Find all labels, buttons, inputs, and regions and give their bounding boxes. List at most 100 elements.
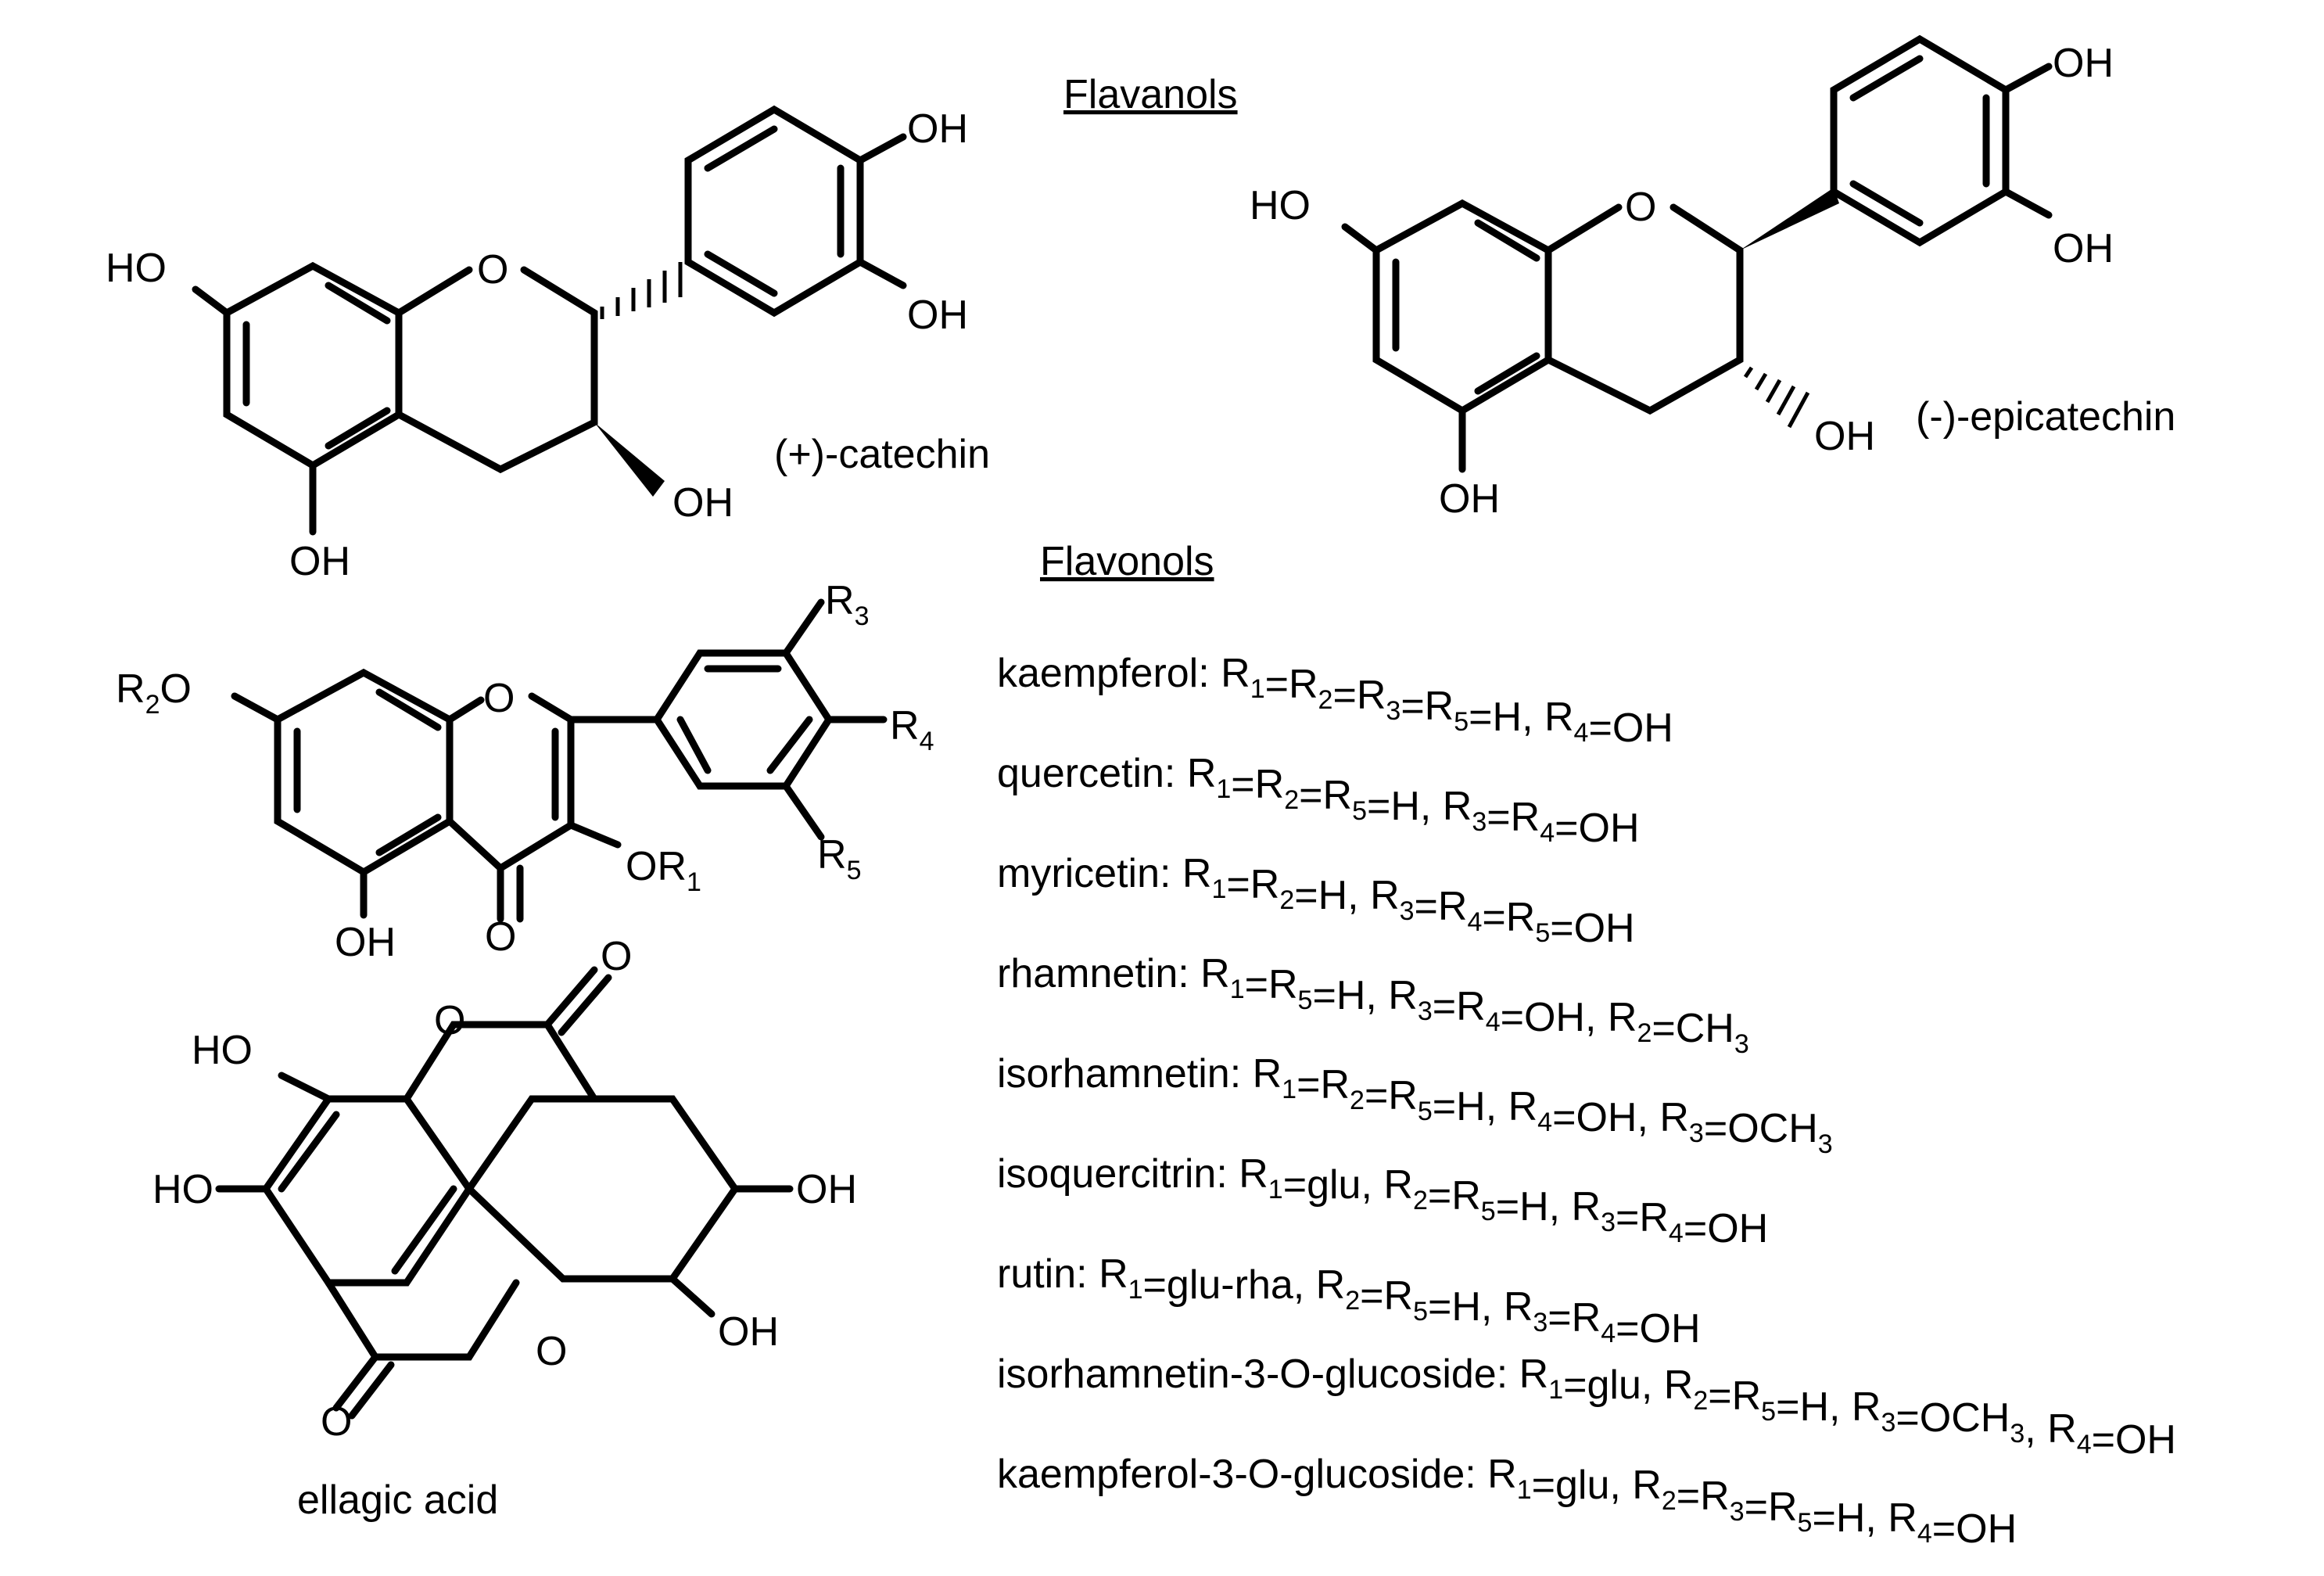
epicatechin-oh-3p: OH — [2053, 226, 2114, 271]
ellagic-carbonyl-o-bottom: O — [321, 1399, 352, 1445]
catechin-ring-o: O — [477, 247, 508, 293]
flavonol-r5: R5 — [817, 832, 861, 885]
flavonol-entry-part: =R — [1226, 862, 1279, 907]
flavonol-entry-part: =H, R — [1496, 1184, 1601, 1230]
flavonol-entry-name: rutin: — [997, 1251, 1099, 1297]
flavonol-entry-subscript: 1 — [1230, 975, 1245, 1004]
flavonol-entry-part: R — [1221, 651, 1250, 696]
flavonol-oh-5: OH — [335, 920, 396, 965]
flavonol-entry-part: R — [1253, 1051, 1282, 1097]
flavonol-entry-subscript: 2 — [1662, 1486, 1677, 1516]
flavonol-entry-part: =OCH — [1704, 1106, 1818, 1151]
flavonol-entry-subscript: 5 — [1481, 1197, 1496, 1226]
flavonol-entry-part: =H, R — [1428, 1284, 1533, 1330]
flavonol-entry-part: =R — [1433, 984, 1486, 1029]
flavonol-entry: rutin: R1=glu-rha, R2=R5=H, R3=R4=OH — [997, 1251, 1701, 1352]
flavonol-entry-part: =OH, R — [1501, 995, 1637, 1040]
flavonol-entry-subscript: 2 — [1284, 785, 1299, 815]
flavonol-entry-part: =CH — [1652, 1006, 1734, 1051]
flavonol-entry-subscript: 2 — [1350, 1086, 1365, 1115]
flavonol-entry-subscript: 1 — [1216, 774, 1231, 804]
epicatechin-ring-o: O — [1625, 185, 1656, 230]
catechin-oh-3p: OH — [907, 293, 968, 338]
flavonol-entry-subscript: 4 — [1574, 718, 1589, 748]
flavonol-entry: isoquercitrin: R1=glu, R2=R5=H, R3=R4=OH — [997, 1151, 1768, 1251]
flavonol-entry-subscript: 2 — [1693, 1386, 1708, 1416]
flavonol-entry-part: =R — [1487, 795, 1540, 840]
flavonol-entry-subscript: 3 — [1601, 1208, 1616, 1237]
flavonol-entry-subscript: 3 — [1734, 1029, 1749, 1059]
flavonol-entry-subscript: 3 — [1400, 896, 1415, 926]
ellagic-ho-mid: HO — [152, 1167, 213, 1212]
flavonol-entry-part: =OH — [2092, 1417, 2176, 1463]
flavonol-entry-name: isorhamnetin-3-O-glucoside: — [997, 1352, 1519, 1397]
ellagic-ring-o-bottom: O — [536, 1329, 567, 1374]
flavonol-core-structure: O O OH R2O OR1 R3 R4 R5 — [116, 578, 934, 965]
flavonol-entry-subscript: 5 — [1454, 707, 1469, 737]
flavonol-entry-part: R — [1487, 1452, 1517, 1497]
flavonol-entry-part: =R — [1708, 1373, 1761, 1419]
flavonol-entry-subscript: 3 — [1881, 1408, 1895, 1438]
flavonol-entry-subscript: 1 — [1548, 1375, 1563, 1405]
flavonol-entry-part: =OH — [1616, 1306, 1700, 1352]
flavonol-entry-part: =OH — [1550, 906, 1634, 951]
flavonol-entry-subscript: 1 — [1268, 1175, 1283, 1204]
flavonol-entry-part: =R — [1677, 1474, 1730, 1519]
flavonol-entry-part: =glu, R — [1283, 1162, 1413, 1208]
flavonol-entry-subscript: 3 — [1386, 696, 1400, 726]
flavonol-entry-subscript: 5 — [1535, 918, 1550, 948]
flavonol-entry-subscript: 5 — [1418, 1097, 1433, 1126]
flavonol-entry-name: isoquercitrin: — [997, 1151, 1239, 1197]
flavonol-entry-subscript: 4 — [1540, 818, 1555, 848]
flavonol-entry-subscript: 3 — [1472, 807, 1487, 837]
flavonol-entry-subscript: 5 — [1798, 1508, 1813, 1538]
flavonol-entry-subscript: 5 — [1413, 1297, 1428, 1326]
flavonol-entry-part: =OH — [1932, 1506, 2017, 1552]
flavonol-entry-part: =R — [1245, 962, 1298, 1007]
flavonol-entry-subscript: 3 — [1730, 1497, 1745, 1527]
flavonol-entry-part: =H, R — [1433, 1084, 1537, 1129]
catechin-oh-5: OH — [289, 539, 350, 584]
catechin-oh-4p: OH — [907, 106, 968, 152]
epicatechin-ho-7: HO — [1250, 183, 1311, 228]
epicatechin-structure: O HO OH OH OH OH — [1250, 34, 2114, 522]
flavonol-entry-part: =R — [1360, 1273, 1413, 1319]
flavonol-entry-part: =H, R — [1294, 873, 1399, 918]
flavonol-entry-name: kaempferol: — [997, 651, 1221, 696]
flavonol-entry-part: R — [1187, 751, 1217, 796]
epicatechin-oh-5: OH — [1439, 476, 1500, 522]
label-epicatechin: (-)-epicatechin — [1916, 394, 2175, 440]
flavonol-entry-subscript: 4 — [1601, 1319, 1616, 1348]
flavonol-entry-subscript: 3 — [1418, 996, 1433, 1026]
flavonol-r4: R4 — [890, 703, 934, 756]
flavonol-entry-part: =R — [1482, 895, 1535, 940]
flavonol-entry-part: =R — [1265, 662, 1318, 707]
flavonol-entry-part: =R — [1296, 1062, 1350, 1108]
flavonol-entry-part: =H, R — [1367, 784, 1472, 829]
heading-flavanols: Flavanols — [1063, 72, 1238, 117]
ellagic-oh-bottom: OH — [718, 1309, 779, 1355]
flavonol-entry-part: =glu, R — [1563, 1362, 1693, 1408]
flavonol-entry-subscript: 3 — [1533, 1308, 1548, 1337]
flavonol-entry-subscript: 2 — [1345, 1286, 1360, 1316]
flavonol-entry-part: R — [1519, 1352, 1549, 1397]
flavonol-entry-subscript: 2 — [1318, 685, 1333, 715]
flavonol-entry-subscript: 1 — [1282, 1075, 1296, 1104]
ellagic-ring-o-top: O — [434, 998, 465, 1043]
flavonol-entry: quercetin: R1=R2=R5=H, R3=R4=OH — [997, 751, 1640, 851]
flavonol-entry-subscript: 5 — [1761, 1397, 1776, 1427]
flavonol-entry-subscript: 1 — [1211, 874, 1226, 904]
catechin-structure: O HO OH OH OH OH — [106, 105, 968, 584]
flavonol-entry-name: rhamnetin: — [997, 951, 1200, 996]
flavonol-entry-subscript: 4 — [1467, 907, 1482, 937]
flavonol-entry-name: quercetin: — [997, 751, 1187, 796]
flavonol-entry-subscript: 1 — [1517, 1475, 1532, 1505]
flavonol-entry: isorhamnetin-3-O-glucoside: R1=glu, R2=R… — [997, 1352, 2176, 1463]
flavonol-entry-part: =OH, R — [1552, 1095, 1689, 1140]
flavonol-entry-part: =R — [1548, 1295, 1601, 1341]
flavonol-entry-part: =R — [1299, 773, 1352, 818]
flavonol-entry-part: =H, R — [1312, 973, 1417, 1018]
flavonol-entry-part: =OH — [1555, 806, 1639, 851]
ellagic-oh-right: OH — [796, 1167, 857, 1212]
